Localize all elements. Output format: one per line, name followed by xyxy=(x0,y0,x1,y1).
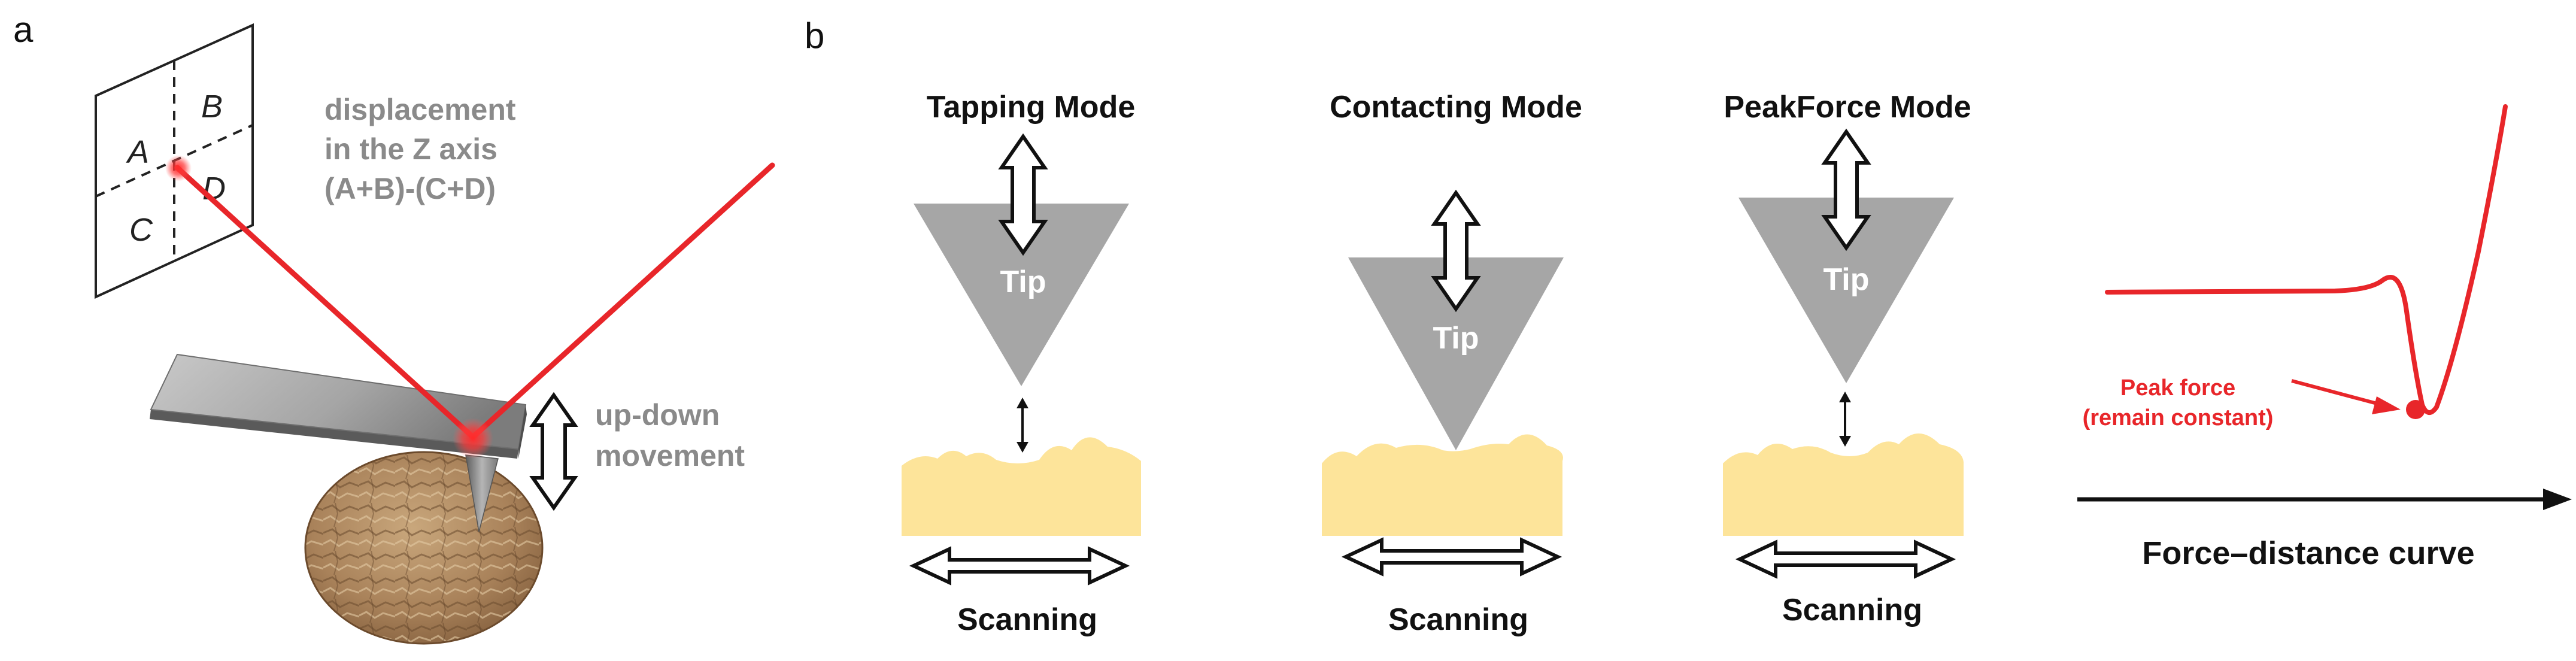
tapping-scan-label: Scanning xyxy=(957,602,1097,637)
peak-force-label-line-2: (remain constant) xyxy=(2083,405,2274,430)
detector-text-line-3: (A+B)-(C+D) xyxy=(324,172,496,205)
contacting-mode: Contacting Mode Tip Scanning xyxy=(1322,90,1582,637)
peakforce-mode-title: PeakForce Mode xyxy=(1724,90,1971,125)
contacting-tip-label: Tip xyxy=(1433,321,1479,356)
contacting-sample xyxy=(1322,434,1563,536)
force-curve-line xyxy=(2105,104,2508,415)
peakforce-mode: PeakForce Mode Tip Scanning xyxy=(1723,90,1971,627)
detector-text: displacement in the Z axis (A+B)-(C+D) xyxy=(324,93,516,205)
quadrant-c: C xyxy=(129,212,153,248)
cantilever xyxy=(150,353,527,532)
detector-text-line-2: in the Z axis xyxy=(324,132,497,166)
peak-force-point xyxy=(2406,400,2425,419)
peak-force-pointer xyxy=(2291,379,2401,414)
tapping-vertical-arrow xyxy=(998,133,1048,256)
movement-text-line-2: movement xyxy=(595,439,745,472)
tapping-mode: Tapping Mode Tip Scanning xyxy=(902,90,1141,637)
peakforce-sample xyxy=(1723,433,1964,536)
distance-axis xyxy=(2077,489,2572,510)
laser-beam xyxy=(165,155,775,459)
contacting-scan-label: Scanning xyxy=(1388,602,1528,637)
tapping-scan-arrow xyxy=(909,546,1130,586)
up-down-arrow xyxy=(529,392,578,511)
peakforce-tip-label: Tip xyxy=(1823,262,1869,297)
contacting-mode-title: Contacting Mode xyxy=(1330,90,1582,125)
peakforce-scan-label: Scanning xyxy=(1782,593,1922,627)
tapping-gap-arrow xyxy=(1017,398,1028,453)
panel-b-label: b xyxy=(805,16,824,56)
sample-disk xyxy=(304,451,544,645)
tapping-tip xyxy=(914,204,1129,386)
tapping-tip-label: Tip xyxy=(1000,265,1046,299)
contacting-scan-arrow xyxy=(1341,537,1562,577)
detector-text-line-1: displacement xyxy=(324,93,516,126)
panel-a-label: a xyxy=(13,10,34,50)
force-distance-curve: Peak force (remain constant) Force–dista… xyxy=(2077,104,2572,571)
quadrant-a: A xyxy=(126,134,149,170)
contacting-vertical-arrow xyxy=(1431,189,1481,313)
peakforce-vertical-arrow xyxy=(1821,128,1871,251)
contacting-tip xyxy=(1348,257,1564,450)
laser-spot-cantilever xyxy=(453,418,493,459)
quadrant-b: B xyxy=(201,89,223,125)
curve-axis-label: Force–distance curve xyxy=(2142,535,2474,571)
peakforce-scan-arrow xyxy=(1735,539,1956,579)
laser-spot-detector xyxy=(165,155,192,181)
peak-force-label-line-1: Peak force xyxy=(2120,375,2235,401)
peakforce-gap-arrow xyxy=(1839,392,1851,447)
movement-text-line-1: up-down xyxy=(595,398,720,432)
peakforce-tip xyxy=(1738,198,1954,383)
tapping-sample xyxy=(902,437,1141,536)
tapping-mode-title: Tapping Mode xyxy=(927,90,1136,125)
